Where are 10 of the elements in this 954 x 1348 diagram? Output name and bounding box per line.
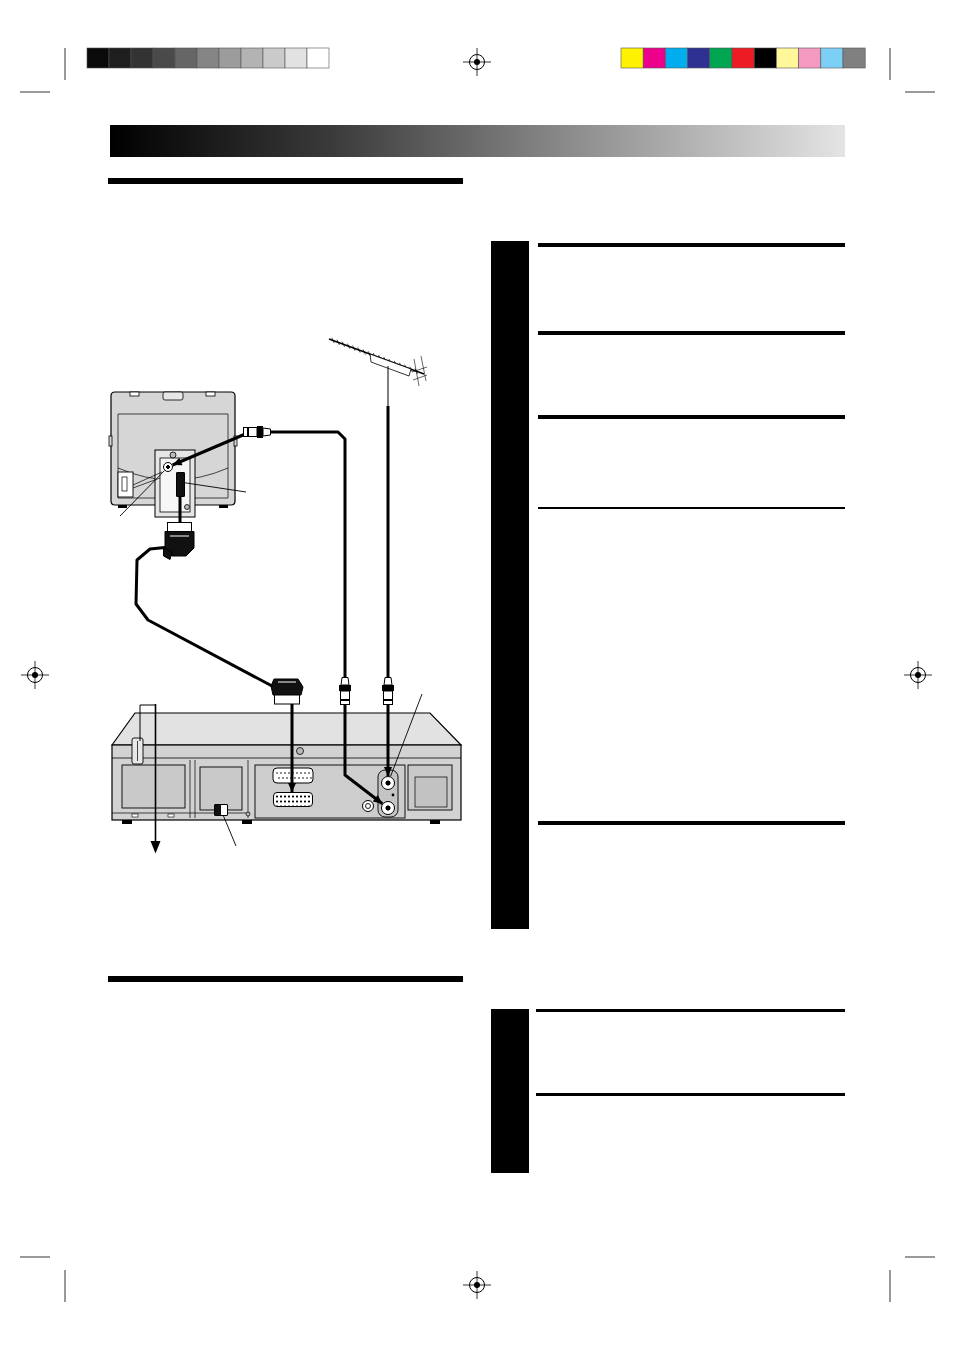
coax-socket: [163, 462, 173, 472]
side-tab: [491, 1009, 529, 1173]
cable-arrow: [172, 430, 384, 805]
cable-arrow: [383, 406, 393, 776]
leader-line: [223, 815, 237, 847]
side-tab: [491, 241, 529, 929]
tv-rear-drawing: [108, 390, 238, 520]
scart-socket: [176, 472, 185, 497]
leader-line: [184, 482, 247, 493]
leader-line: [119, 470, 165, 517]
